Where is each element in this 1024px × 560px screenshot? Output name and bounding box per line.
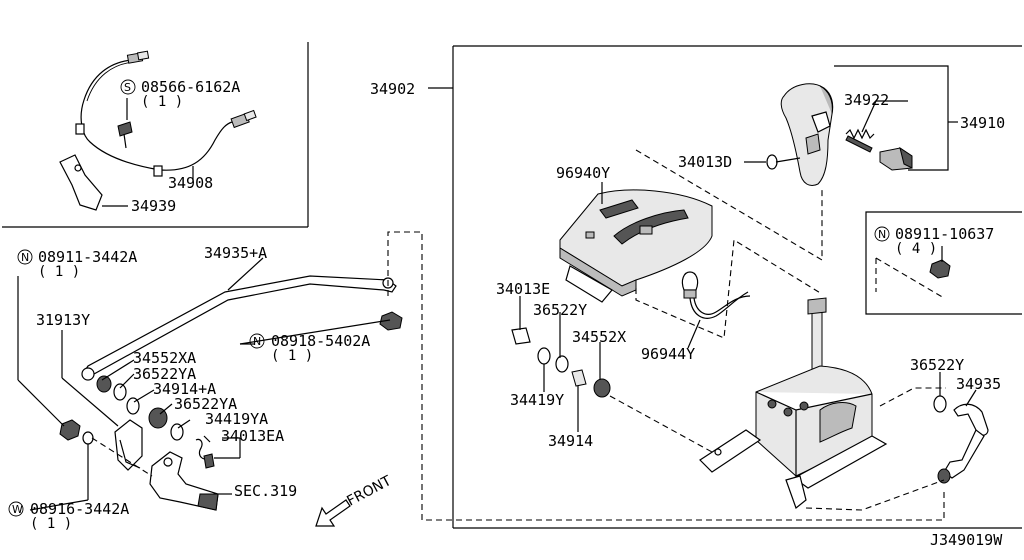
nut-08918-drawing: [379, 311, 403, 331]
dashed-lines-right: [609, 149, 946, 511]
screw-34013d-drawing: [766, 154, 801, 170]
label-34935A: 34935+A: [204, 244, 267, 262]
nut-washer-left: [59, 419, 94, 445]
bushings-left: [96, 375, 215, 469]
label-SEC319: SEC.319: [234, 482, 297, 500]
label-34914A: 34914+A: [153, 380, 216, 398]
leader-lines-left: [17, 257, 391, 511]
n-symbol-1: N: [21, 251, 29, 264]
lever-31913y-drawing: [114, 419, 143, 471]
n-symbol-circle-2: [249, 333, 265, 349]
qty-08911-3442A: ( 1 ): [38, 264, 80, 280]
qty-08911-10637: ( 4 ): [895, 241, 937, 257]
label-08916-3442A: 08916-3442A: [30, 500, 129, 518]
label-36522YA-2: 36522YA: [174, 395, 237, 413]
n-symbol-circle-1: [17, 249, 33, 265]
label-08911-10637: 08911-10637: [895, 225, 994, 243]
qty-08918-5402A: ( 1 ): [271, 348, 313, 364]
front-arrow-icon: [315, 499, 351, 527]
label-08918-5402A: 08918-5402A: [271, 332, 370, 350]
label-34935: 34935: [956, 375, 1001, 393]
inset-frame: [2, 42, 309, 228]
main-frame: [428, 45, 1022, 529]
dashed-lines-left: [91, 231, 945, 521]
knob-34910-drawing: [780, 83, 834, 186]
shifter-base-drawing: [699, 297, 888, 509]
qty-08566-6162A: ( 1 ): [141, 94, 183, 110]
leader-lines-inset: [102, 98, 194, 207]
w-symbol-circle: [8, 501, 24, 517]
s-symbol-circle: [120, 79, 136, 95]
label-36522Y-2: 36522Y: [910, 356, 964, 374]
indicator-96940y-drawing: [559, 189, 713, 303]
spring-34922-drawing: [845, 128, 875, 153]
label-34419YA: 34419YA: [205, 410, 268, 428]
label-08911-3442A: 08911-3442A: [38, 248, 137, 266]
bulb-96944y-drawing: [681, 271, 751, 319]
label-08566-6162A: 08566-6162A: [141, 78, 240, 96]
rod-34935a-drawing: [81, 275, 397, 381]
diagram-id: J349019W: [930, 531, 1003, 549]
label-front: FRONT: [344, 473, 394, 510]
cable-34908-drawing: [59, 50, 257, 211]
s-symbol: S: [124, 81, 131, 94]
label-34013D: 34013D: [678, 153, 732, 171]
leader-lines-right: [519, 65, 977, 432]
label-34910: 34910: [960, 114, 1005, 132]
n-symbol-3: N: [878, 228, 886, 241]
label-96944Y: 96944Y: [641, 345, 695, 363]
label-36522YA-1: 36522YA: [133, 365, 196, 383]
label-36522Y-1: 36522Y: [533, 301, 587, 319]
label-34908: 34908: [168, 174, 213, 192]
rod-34935-drawing: [933, 395, 989, 484]
label-34013EA: 34013EA: [221, 427, 284, 445]
label-31913Y: 31913Y: [36, 311, 90, 329]
label-34902: 34902: [370, 80, 415, 98]
label-34939: 34939: [131, 197, 176, 215]
w-symbol: W: [12, 503, 23, 516]
label-34914: 34914: [548, 432, 593, 450]
label-34552XA: 34552XA: [133, 349, 196, 367]
label-34013E: 34013E: [496, 280, 550, 298]
label-34552X: 34552X: [572, 328, 626, 346]
qty-08916-3442A: ( 1 ): [30, 516, 72, 532]
small-parts-center: [511, 327, 611, 398]
n-symbol-2: N: [253, 335, 261, 348]
n-symbol-circle-3: [874, 226, 890, 242]
label-34922: 34922: [844, 91, 889, 109]
label-96940Y: 96940Y: [556, 164, 610, 182]
label-34419Y: 34419Y: [510, 391, 564, 409]
button-drawing: [879, 146, 913, 171]
nut-08911-10637-drawing: [929, 259, 951, 279]
